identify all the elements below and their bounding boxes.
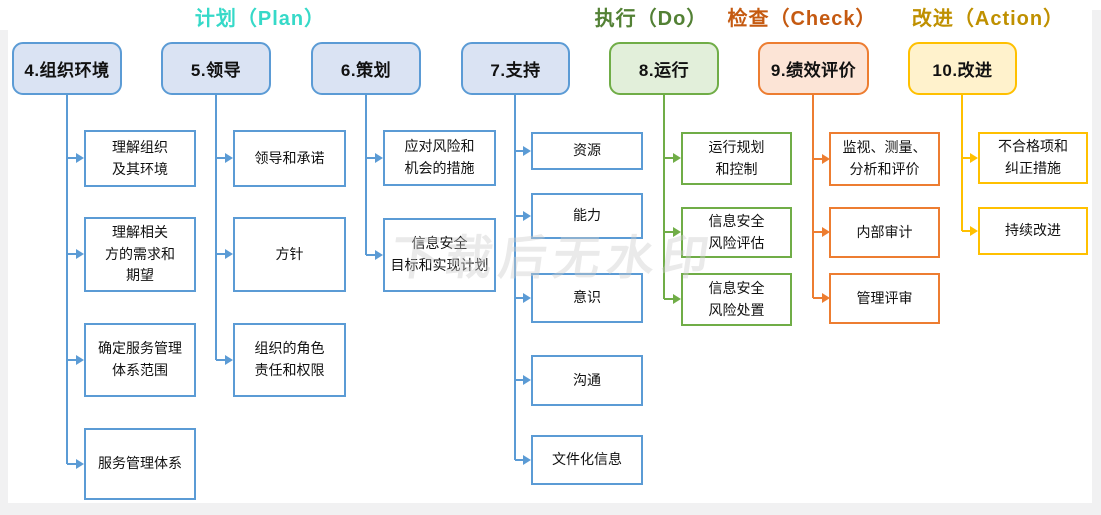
connector-arrow — [216, 355, 233, 365]
stage-header-leadership: 5.领导 — [161, 42, 271, 95]
connector-arrow — [664, 294, 681, 304]
node-management-review: 管理评审 — [829, 273, 940, 324]
phase-label-action: 改进（Action） — [911, 8, 1065, 30]
node-risk-treatment: 信息安全 风险处置 — [681, 273, 792, 326]
trunk-line — [66, 95, 68, 464]
node-communication: 沟通 — [531, 355, 643, 406]
node-awareness: 意识 — [531, 273, 643, 323]
node-competence: 能力 — [531, 193, 643, 239]
connector-arrow — [813, 293, 830, 303]
bottom-edge-strip — [0, 503, 1101, 515]
node-nonconformity-correction: 不合格项和 纠正措施 — [978, 132, 1088, 184]
stage-header-support: 7.支持 — [461, 42, 570, 95]
left-edge-strip — [0, 30, 8, 503]
stage-header-operation: 8.运行 — [609, 42, 719, 95]
node-roles-authority: 组织的角色 责任和权限 — [233, 323, 346, 397]
trunk-line — [215, 95, 217, 360]
connector-arrow — [67, 249, 84, 259]
node-understand-org: 理解组织 及其环境 — [84, 130, 196, 187]
node-resources: 资源 — [531, 132, 643, 170]
connector-arrow — [664, 153, 681, 163]
node-sms-scope: 确定服务管理 体系范围 — [84, 323, 196, 397]
phase-label-check: 检查（Check） — [727, 8, 877, 30]
connector-arrow — [515, 146, 531, 156]
phase-label-do: 执行（Do） — [594, 8, 708, 30]
node-internal-audit: 内部审计 — [829, 207, 940, 258]
connector-arrow — [366, 153, 383, 163]
connector-arrow — [216, 153, 233, 163]
stage-header-context: 4.组织环境 — [12, 42, 122, 95]
stage-header-planning: 6.策划 — [311, 42, 421, 95]
connector-arrow — [515, 293, 531, 303]
connector-arrow — [664, 227, 681, 237]
node-leadership-commitment: 领导和承诺 — [233, 130, 346, 187]
node-security-objectives: 信息安全 目标和实现计划 — [383, 218, 496, 292]
trunk-line — [514, 95, 516, 460]
connector-arrow — [962, 226, 978, 236]
node-operational-planning: 运行规划 和控制 — [681, 132, 792, 185]
connector-arrow — [962, 153, 978, 163]
connector-arrow — [67, 355, 84, 365]
connector-arrow — [813, 154, 830, 164]
node-policy: 方针 — [233, 217, 346, 292]
connector-arrow — [67, 153, 84, 163]
trunk-line — [365, 95, 367, 255]
node-interested-parties: 理解相关 方的需求和 期望 — [84, 217, 196, 292]
stage-header-performance: 9.绩效评价 — [758, 42, 869, 95]
trunk-line — [961, 95, 963, 231]
phase-label-plan: 计划（Plan） — [194, 8, 326, 30]
node-risk-assessment: 信息安全 风险评估 — [681, 207, 792, 258]
node-continual-improvement: 持续改进 — [978, 207, 1088, 255]
node-monitoring-measurement: 监视、测量、 分析和评价 — [829, 132, 940, 186]
connector-arrow — [515, 211, 531, 221]
node-risk-opportunity-actions: 应对风险和 机会的措施 — [383, 130, 496, 186]
trunk-line — [812, 95, 814, 298]
trunk-line — [663, 95, 665, 299]
node-documented-info: 文件化信息 — [531, 435, 643, 485]
connector-arrow — [216, 249, 233, 259]
connector-arrow — [813, 227, 830, 237]
node-sms: 服务管理体系 — [84, 428, 196, 500]
connector-arrow — [366, 250, 383, 260]
connector-arrow — [515, 375, 531, 385]
connector-arrow — [67, 459, 84, 469]
right-edge-strip — [1092, 10, 1101, 503]
connector-arrow — [515, 455, 531, 465]
stage-header-improvement: 10.改进 — [908, 42, 1017, 95]
